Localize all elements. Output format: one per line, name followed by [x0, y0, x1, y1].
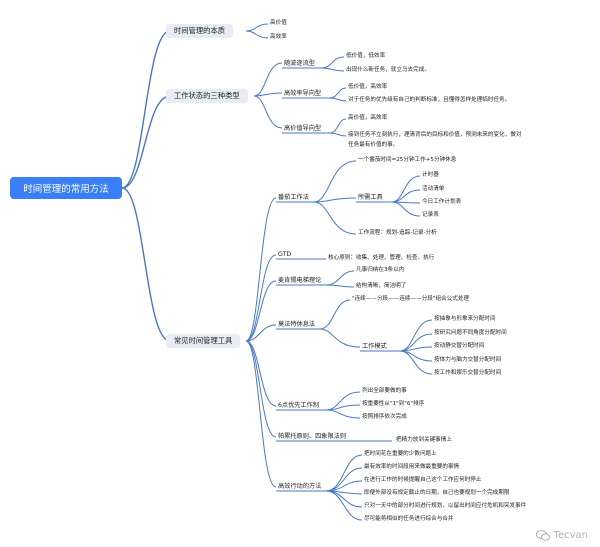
- effective-item-1: 把时间花在重要的少数问题上: [364, 451, 437, 457]
- watermark-text: Tecvan: [553, 530, 588, 541]
- pomodoro-tool-3: 今日工作计划表: [422, 199, 462, 205]
- state-type-efficiency[interactable]: 高效率导向型: [284, 90, 322, 97]
- pareto-item: 把精力放到关键事情上: [396, 437, 452, 443]
- effective-item-3: 在进行工作的时候提醒自己这个工作应何时停止: [364, 477, 482, 483]
- moffatt-formula: "连续——分段——连续——分段"组合公式处理: [352, 296, 470, 302]
- gtd-principle: 核心原则：收集、处理、管理、检查、执行: [328, 255, 435, 261]
- work-mode-1: 按抽象与形象来分配时间: [434, 316, 496, 322]
- tool-gtd[interactable]: GTD: [278, 251, 292, 258]
- branch-work-states[interactable]: 工作状态的三种类型: [166, 89, 248, 103]
- drift-item-2: 出现什么新任务，就立马去完成。: [346, 67, 430, 73]
- efficiency-item-1: 低价值，高效率: [348, 84, 388, 90]
- essence-item-1: 高价值: [270, 20, 287, 26]
- edge-root-tools: [121, 187, 171, 342]
- value-item-1: 高价值，高效率: [348, 115, 388, 121]
- tool-mckinsey[interactable]: 麦肯锡电梯理论: [278, 277, 322, 284]
- moffatt-work-mode[interactable]: 工作模式: [362, 343, 387, 350]
- wechat-icon: [535, 530, 550, 541]
- pomodoro-tool-2: 活动清单: [422, 186, 445, 192]
- edge-root-states: [121, 95, 171, 189]
- tool-pareto[interactable]: 帕累托原则、四象限法则: [278, 433, 347, 440]
- essence-item-2: 高效率: [270, 34, 287, 40]
- pomodoro-tool-1: 计时器: [422, 172, 439, 178]
- tool-moffatt[interactable]: 莫法特休息法: [278, 321, 316, 328]
- effective-item-5: 只对一天中的部分时间进行规划，以留出时间应付危机和突发事件: [364, 503, 527, 509]
- tool-effective-action[interactable]: 高效行动的方法: [278, 483, 322, 490]
- effective-item-4: 即便外部没有规定截止的日期，自己也要规划一个完成期限: [364, 490, 510, 496]
- tool-pomodoro[interactable]: 番茄工作法: [278, 194, 309, 201]
- state-type-drift[interactable]: 随波逐流型: [284, 60, 315, 67]
- six-priority-item-2: 按重要性从"1"到"6"排序: [362, 401, 425, 407]
- six-priority-item-1: 列出全部要做的事: [362, 388, 407, 394]
- work-mode-2: 按研究问题不同角度分配时间: [434, 330, 507, 336]
- pomodoro-tool-4: 记录表: [422, 212, 439, 218]
- branch-essence[interactable]: 时间管理的本质: [166, 24, 234, 38]
- work-mode-3: 按动静交替分配时间: [434, 343, 485, 349]
- work-mode-4: 按体力与脑力交替分配时间: [434, 357, 502, 363]
- effective-item-2: 最有效率的时间段用来做最重要的事情: [364, 464, 460, 470]
- value-item-2: 接到任务不立刻执行，理清背后的目标和价值，预测未来的变化，做对: [348, 132, 522, 138]
- efficiency-item-2: 对于任务的优先级有自己的判断标准，且懂得怎样处理临时任务。: [348, 97, 511, 103]
- six-priority-item-3: 按照排序依次完成: [362, 414, 407, 420]
- value-item-2-cont: 任务最有价值的事。: [348, 142, 399, 148]
- drift-item-1: 低价值，低效率: [346, 53, 386, 59]
- state-type-value[interactable]: 高价值导向型: [284, 125, 322, 132]
- work-mode-5: 按工作和娱乐交替分配时间: [434, 370, 502, 376]
- effective-item-6: 尽可能将相似的任务进行综合与合并: [364, 516, 454, 522]
- tool-six-priority[interactable]: 6点优先工作制: [278, 402, 320, 409]
- mckinsey-item-1: 凡事归纳在3条以内: [356, 267, 405, 273]
- pomodoro-needed-tools[interactable]: 所需工具: [358, 194, 383, 201]
- mckinsey-item-2: 结构清晰，简洁明了: [356, 283, 407, 289]
- branch-tools[interactable]: 常见时间管理工具: [166, 334, 241, 348]
- pomodoro-time: 一个番茄时间=25分钟工作+5分钟休息: [358, 157, 457, 163]
- root-node[interactable]: 时间管理的常用方法: [10, 177, 122, 199]
- pomodoro-flow: 工作流程：规划-追踪-记录-分析: [358, 230, 437, 236]
- watermark: Tecvan: [535, 530, 588, 541]
- edge-root-essence: [121, 30, 171, 189]
